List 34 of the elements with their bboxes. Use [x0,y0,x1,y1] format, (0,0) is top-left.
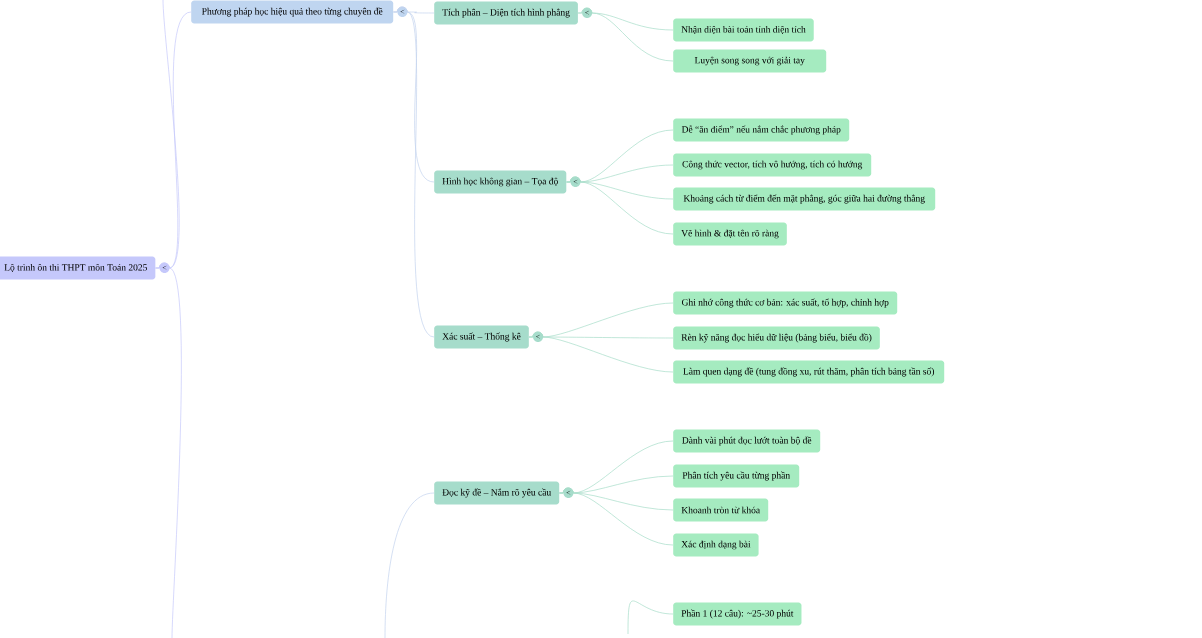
collapse-button: < [533,332,543,342]
connector [559,487,674,546]
subtopic-box: Hình học không gian – Tọa độ [434,170,567,194]
subtopic-box: Tích phân – Diện tích hình phẳng [434,1,578,25]
subtopic-box: Đọc kỹ đề – Nắm rõ yêu cầu [434,481,560,505]
collapse-button: < [397,7,408,17]
topic-box: Lộ trình ôn thi THPT môn Toán 2025 [0,256,156,280]
leaf-box: Nhận diện bài toán tính diện tích [673,18,814,42]
leaf-box: Dành vài phút đọc lướt toàn bộ đề [673,429,821,453]
connector [528,331,674,373]
leaf-box: Công thức vector, tích vô hướng, tích có hướng [673,153,872,177]
leaf-box: Phân tích yêu cầu từng phần [673,464,800,488]
leaf-box: Dễ “ăn điểm” nếu nắm chắc phương pháp [673,118,850,142]
collapse-button: < [563,488,574,498]
leaf-box: Làm quen dạng đề (tung đồng xu, rút thăm, phân tích bảng tần số) [673,360,945,384]
collapse-button: < [159,263,170,273]
connector [577,7,674,62]
connector [155,262,182,638]
leaf-box: Khoanh tròn từ khóa [673,498,769,522]
leaf-box: Vẽ hình & đặt tên rõ ràng [673,222,787,246]
subtopic-box: Xác suất – Thống kê [434,325,529,349]
leaf-box: Luyện song song với giải tay [673,49,827,73]
leaf-box: Khoảng cách từ điểm đến mặt phẳng, góc giữa hai đường thẳng [673,187,936,211]
leaf-box: Xác định dạng bài [673,533,759,557]
collapse-button: < [582,8,593,18]
collapse-button: < [570,177,581,187]
connector [566,176,674,235]
connector [393,6,435,338]
connector [384,492,435,638]
leaf-box: Rèn kỹ năng đọc hiểu dữ liệu (bảng biểu, biểu đồ) [673,326,880,350]
leaf-box: Ghi nhớ công thức cơ bản: xác suất, tổ hợp, chỉnh hợp [673,291,898,315]
leaf-box: Phần 1 (12 câu): ~25-30 phút [673,602,802,626]
branch-box: Phương pháp học hiệu quả theo từng chuyên đề [191,0,394,24]
connector [627,600,674,635]
